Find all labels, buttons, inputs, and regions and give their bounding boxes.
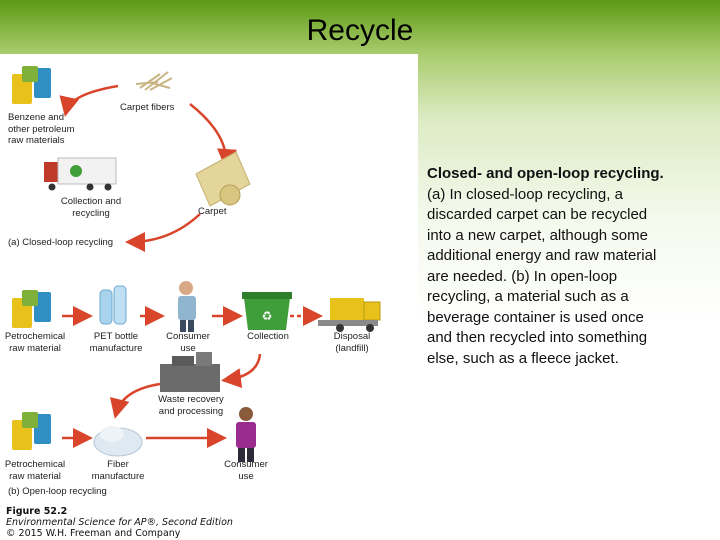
label-carpet: Carpet bbox=[198, 206, 227, 217]
label-pet-bottle: PET bottle manufacture bbox=[89, 331, 143, 354]
label-fiber: Fiber manufacture bbox=[91, 459, 145, 482]
panel-label-open-loop: (b) Open-loop recycling bbox=[8, 486, 107, 497]
figure-book: Environmental Science for AP®, Second Ed… bbox=[6, 517, 233, 528]
label-benzene: Benzene and other petroleum raw material… bbox=[8, 112, 75, 146]
recycling-bin-icon: ♻ bbox=[242, 292, 292, 330]
label-collection: Collection bbox=[247, 331, 289, 342]
caption-bold: Closed- and open-loop recycling. bbox=[427, 165, 664, 182]
pet-bottles-icon bbox=[99, 285, 127, 325]
carpet-fibers-icon bbox=[135, 71, 173, 91]
label-consumer-use-2: Consumer use bbox=[224, 459, 268, 482]
recycling-figure: ♻ bbox=[0, 54, 418, 540]
oil-barrels-icon-2 bbox=[12, 290, 51, 328]
waste-processing-icon bbox=[160, 352, 220, 392]
figure-copyright: © 2015 W.H. Freeman and Company bbox=[6, 528, 181, 539]
label-disposal: Disposal (landfill) bbox=[333, 331, 371, 354]
label-consumer-use-1: Consumer use bbox=[166, 331, 210, 354]
panel-label-closed-loop: (a) Closed-loop recycling bbox=[8, 237, 114, 248]
oil-barrels-icon bbox=[12, 66, 51, 104]
oil-barrels-icon-3 bbox=[12, 412, 51, 450]
caption-body: (a) In closed-loop recycling, a discarde… bbox=[427, 185, 657, 367]
label-petrochemical-1: Petrochemical raw material bbox=[4, 331, 66, 354]
open-loop-arrows-row1 bbox=[62, 306, 323, 419]
label-carpet-fibers: Carpet fibers bbox=[120, 102, 175, 113]
svg-text:♻: ♻ bbox=[262, 309, 273, 323]
label-waste-recovery: Waste recovery and processing bbox=[158, 394, 224, 417]
slide-title: Recycle bbox=[306, 14, 414, 47]
figure-illustration: ♻ bbox=[12, 66, 381, 462]
figure-caption: Closed- and open-loop recycling. (a) In … bbox=[427, 164, 667, 369]
garbage-truck-icon bbox=[318, 298, 381, 332]
label-collection-recycling: Collection and recycling bbox=[60, 196, 122, 219]
carpet-roll-icon bbox=[195, 151, 251, 207]
figure-number: Figure 52.2 bbox=[6, 506, 68, 517]
fleece-consumer-icon bbox=[236, 407, 256, 462]
fiber-pile-icon bbox=[93, 426, 143, 457]
recycling-truck-icon bbox=[44, 157, 117, 191]
consumer-person-icon bbox=[178, 281, 196, 332]
label-petrochemical-2: Petrochemical raw material bbox=[4, 459, 66, 482]
